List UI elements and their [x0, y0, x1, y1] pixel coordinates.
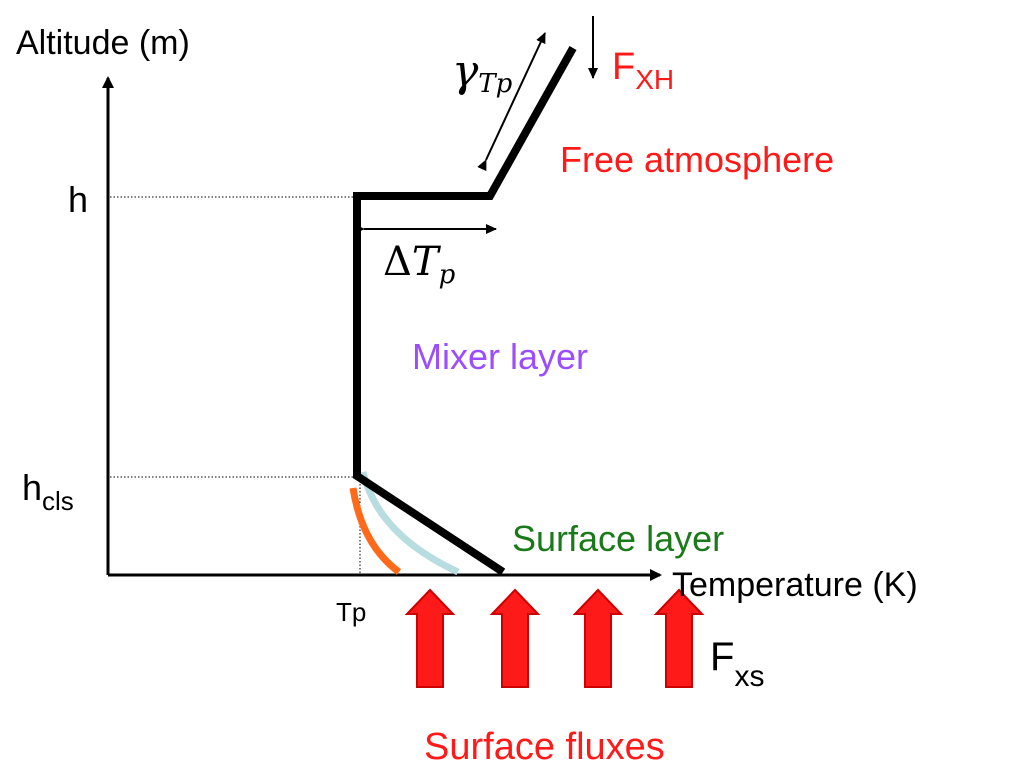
x-axis-title: Temperature (K) — [672, 566, 918, 604]
mixer-layer-label: Mixer layer — [412, 336, 588, 377]
hcls-main: h — [22, 467, 42, 508]
orange-surface-curve — [349, 487, 402, 575]
hcls-sub: cls — [42, 486, 74, 516]
delta-t: T — [412, 239, 442, 285]
gamma-arrow — [477, 32, 546, 172]
free-atmosphere-label: Free atmosphere — [560, 139, 834, 180]
y-axis-title: Altitude (m) — [16, 24, 190, 62]
h-label: h — [68, 179, 88, 220]
temperature-profile — [353, 46, 577, 576]
fxh-main: F — [612, 46, 635, 88]
surface-fluxes-label: Surface fluxes — [424, 726, 665, 768]
tp-label: Tp — [336, 597, 366, 627]
gamma-symbol: γ — [452, 46, 479, 97]
fxs-sub: xs — [734, 660, 764, 693]
delta-symbol: Δ — [383, 239, 412, 285]
gamma-label: γTp — [452, 46, 513, 99]
gamma-sub: Tp — [478, 69, 512, 99]
flux-arrow — [489, 588, 541, 688]
fxs-main: F — [710, 635, 734, 679]
delta-sub: p — [439, 260, 456, 290]
flux-arrow — [404, 588, 456, 688]
surface-flux-arrows — [404, 588, 705, 688]
flux-arrow — [653, 588, 705, 688]
hcls-label: hcls — [22, 467, 74, 516]
fxs-label: Fxs — [710, 635, 764, 693]
flux-arrow — [572, 588, 624, 688]
delta-tp-label: ΔTp — [383, 239, 456, 290]
fxh-sub: XH — [635, 64, 674, 95]
fxh-label: FXH — [612, 46, 674, 95]
surface-layer-label: Surface layer — [512, 518, 724, 559]
